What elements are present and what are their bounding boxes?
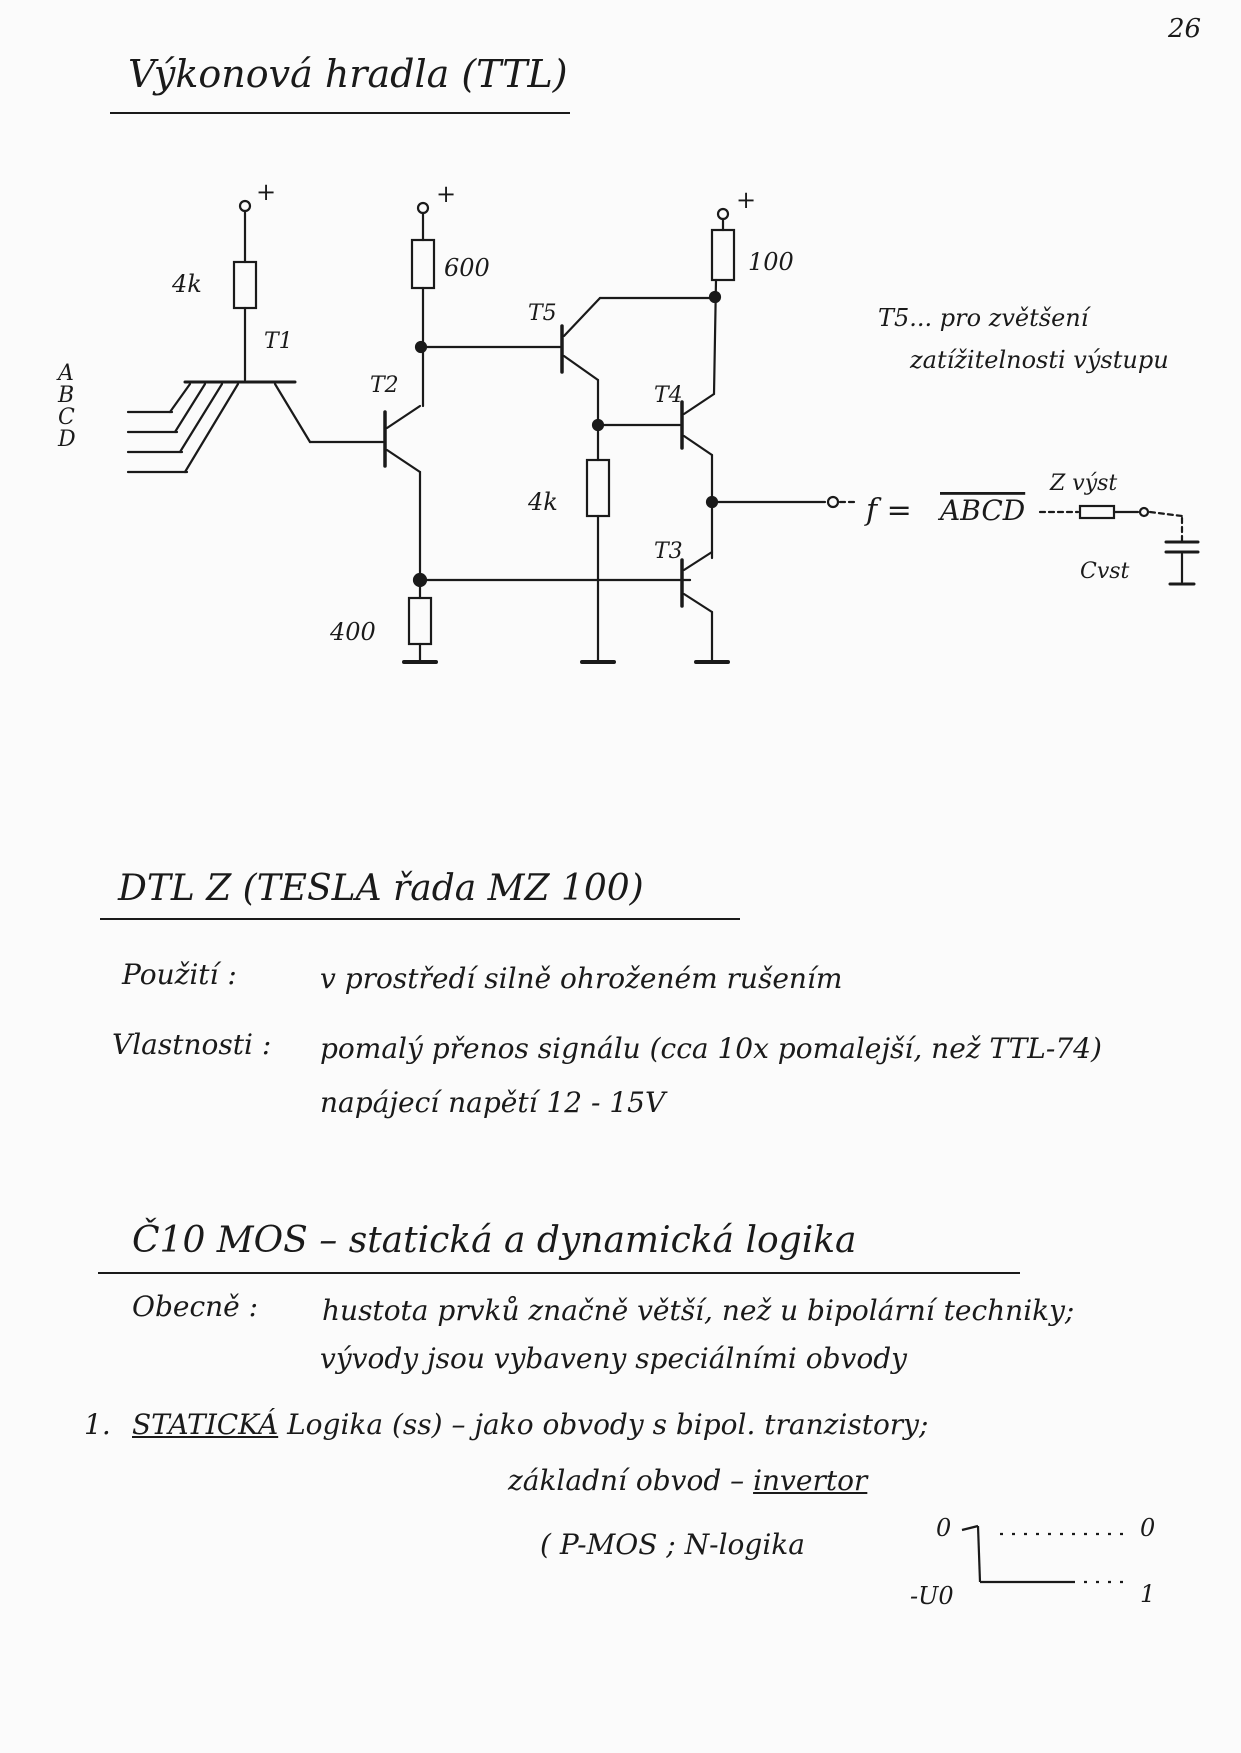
resistor-4k-2 [585,458,611,518]
supply-label-3: + [736,186,756,214]
mos-item-line2-text: základní obvod – [508,1464,754,1497]
mos-general-label: Obecně : [132,1290,259,1323]
resistor-4k-1 [232,260,258,310]
dtlz-props-text1: pomalý přenos signálu (cca 10x pomalejší… [320,1032,1102,1065]
label-t5: T5 [528,301,557,326]
label-t3: T3 [654,539,683,564]
z-output-impedance [1078,504,1116,520]
supply-label-1: + [256,180,276,206]
c-input-label: Cvst [1080,559,1130,584]
mos-item-line2: základní obvod – invertor [508,1464,867,1497]
node-r3 [708,290,722,304]
mos-item-keyword: STATICKÁ [132,1408,279,1441]
mos-item-text: Logika (ss) – jako obvody s bipol. tranz… [278,1408,929,1441]
level-bottom-output: 1 [1140,1580,1156,1608]
mos-item-invertor: invertor [753,1464,868,1497]
mos-item-number: 1. [84,1408,111,1441]
supply-label-2: + [436,180,456,208]
page-number: 26 [1168,14,1202,44]
resistor-label-600: 600 [444,254,490,282]
input-label-c: C [58,405,75,430]
resistor-label-400: 400 [329,618,376,646]
resistor-label-4k-1: 4k [171,270,202,298]
input-label-a: A [56,361,74,386]
t5-note-line1: T5... pro zvětšení [878,304,1092,332]
z-terminal [1138,506,1150,518]
resistor-label-4k-2: 4k [527,488,558,516]
mos-item-line1: STATICKÁ Logika (ss) – jako obvody s bip… [132,1408,928,1441]
dtlz-used-label: Použití : [122,958,237,991]
output-expression: ABCD [937,494,1025,527]
logic-level-diagram [961,1524,1130,1584]
output-function-label: f = [864,493,912,528]
label-t1: T1 [264,329,293,354]
dtlz-used-text: v prostředí silně ohroženém rušením [320,962,843,995]
section-heading-mos: Č10 MOS – statická a dynamická logika [132,1220,857,1261]
z-output-label: Z výst [1049,471,1117,496]
resistor-400 [407,596,433,646]
mos-general-text1: hustota prvků značně větší, než u bipolá… [322,1294,1075,1327]
supply-terminal-2 [416,201,430,215]
title-underline [110,112,570,114]
input-label-b: B [57,383,74,408]
page-title: Výkonová hradla (TTL) [128,52,568,96]
dtlz-props-text2: napájecí napětí 12 - 15V [320,1086,666,1119]
mos-underline [98,1272,1020,1274]
resistor-100 [710,228,736,282]
level-bottom-input: -U0 [910,1582,954,1610]
input-label-d: D [57,427,76,452]
t5-note-line2: zatížitelnosti výstupu [909,346,1169,374]
resistor-600 [410,238,436,290]
resistor-label-100: 100 [748,248,794,276]
supply-terminal-1 [238,199,252,213]
dtlz-props-label: Vlastnosti : [112,1028,272,1061]
label-t4: T4 [654,383,683,408]
section-heading-dtlz: DTL Z (TESLA řada MZ 100) [118,868,644,909]
output-terminal [826,495,840,509]
level-top-output: 0 [1140,1514,1156,1542]
mos-general-text2: vývody jsou vybaveny speciálními obvody [320,1342,907,1375]
label-t2: T2 [370,373,399,398]
mos-item-line3: ( P-MOS ; N-logika [540,1528,805,1561]
dtlz-underline [100,918,740,920]
level-top-input: 0 [936,1514,952,1542]
supply-terminal-3 [716,207,730,221]
ttl-circuit-diagram: + + + 4k 600 100 4k 400 T1 T2 T5 T4 T3 A… [56,180,1200,664]
